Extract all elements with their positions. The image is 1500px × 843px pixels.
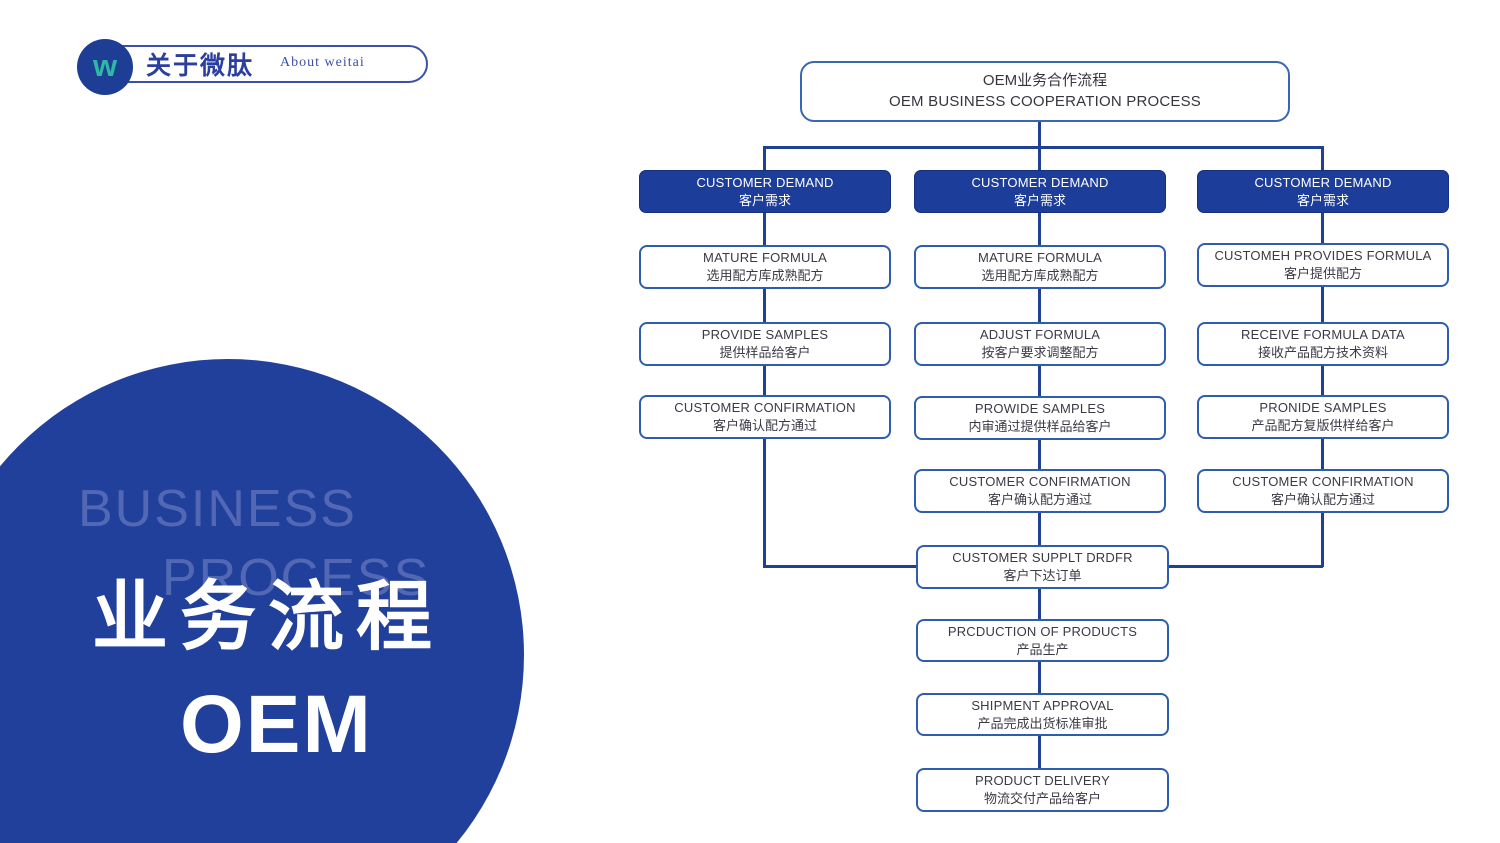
step-label-cn: 客户确认配方通过	[712, 418, 817, 433]
flow-step-box: SHIPMENT APPROVAL 产品完成出货标准审批	[916, 693, 1169, 736]
step-label-cn: 客户提供配方	[1283, 266, 1362, 281]
flow-step-box: MATURE FORMULA 选用配方库成熟配方	[914, 245, 1166, 289]
step-label-en: CUSTOMER DEMAND	[696, 174, 834, 190]
connector-line	[1321, 212, 1324, 245]
connector-line	[1321, 512, 1324, 567]
hero-watermark-line2: PROCESS	[162, 549, 431, 607]
step-label-en: MATURE FORMULA	[703, 250, 827, 266]
flow-step-box: ADJUST FORMULA 按客户要求调整配方	[914, 322, 1166, 366]
connector-line	[1038, 512, 1041, 545]
flow-step-box: CUSTOMER SUPPLT DRDFR 客户下达订单	[916, 545, 1169, 589]
step-label-en: CUSTOMER CONFIRMATION	[949, 474, 1131, 490]
flow-step-box: PRCDUCTION OF PRODUCTS 产品生产	[916, 619, 1169, 662]
step-label-en: PRONIDE SAMPLES	[1259, 400, 1387, 416]
step-label-cn: 产品配方复版供样给客户	[1251, 418, 1395, 433]
flow-step-box: CUSTOMER CONFIRMATION 客户确认配方通过	[1197, 469, 1449, 513]
step-label-en: CUSTOMER SUPPLT DRDFR	[952, 550, 1133, 566]
flow-step-box: PRONIDE SAMPLES 产品配方复版供样给客户	[1197, 395, 1449, 439]
connector-line	[763, 146, 1324, 149]
flow-title-box: OEM业务合作流程 OEM BUSINESS COOPERATION PROCE…	[800, 61, 1290, 122]
step-label-en: PRCDUCTION OF PRODUCTS	[947, 623, 1138, 639]
connector-line	[1321, 364, 1324, 395]
logo-mark: w	[77, 39, 133, 95]
step-label-cn: 提供样品给客户	[719, 345, 811, 360]
flow-step-box: CUSTOMER CONFIRMATION 客户确认配方通过	[914, 469, 1166, 513]
connector-line	[763, 146, 766, 170]
flow-step-box: RECEIVE FORMULA DATA 接收产品配方技术资料	[1197, 322, 1449, 366]
connector-line	[1321, 438, 1324, 469]
logo-title-en: About weitai	[280, 55, 365, 70]
step-label-cn: 客户下达订单	[1003, 568, 1082, 583]
hero-title-oem: OEM	[180, 679, 373, 770]
logo-title-cn: 关于微肽	[146, 52, 255, 80]
connector-line	[1038, 212, 1041, 245]
flow-title-cn: OEM业务合作流程	[982, 72, 1108, 90]
connector-line	[1321, 146, 1324, 170]
step-label-en: PROVIDE SAMPLES	[701, 327, 829, 343]
flow-step-box: MATURE FORMULA 选用配方库成熟配方	[639, 245, 891, 289]
flow-header-box-col2: CUSTOMER DEMAND 客户需求	[914, 170, 1166, 213]
flow-step-box: PROVIDE SAMPLES 提供样品给客户	[639, 322, 891, 366]
step-label-cn: 物流交付产品给客户	[983, 791, 1101, 806]
connector-line	[1038, 735, 1041, 768]
flow-header-box-col1: CUSTOMER DEMAND 客户需求	[639, 170, 891, 213]
connector-line	[1038, 438, 1041, 469]
step-label-en: PRODUCT DELIVERY	[975, 773, 1110, 789]
connector-line	[1038, 288, 1041, 322]
logo-w-icon: w	[92, 47, 118, 83]
connector-line	[763, 288, 766, 322]
step-label-cn: 产品生产	[1016, 641, 1069, 657]
connector-line	[1169, 565, 1323, 568]
flow-step-box: PRODUCT DELIVERY 物流交付产品给客户	[916, 768, 1169, 812]
step-label-en: CUSTOMER CONFIRMATION	[1232, 474, 1414, 490]
step-label-cn: 客户需求	[738, 192, 791, 208]
step-label-en: CUSTOMER CONFIRMATION	[674, 400, 856, 416]
hero-title-cn: 业务流程	[92, 575, 444, 660]
flow-step-box: CUSTOMER CONFIRMATION 客户确认配方通过	[639, 395, 891, 439]
step-label-en: RECEIVE FORMULA DATA	[1241, 327, 1405, 343]
connector-line	[763, 438, 766, 567]
step-label-cn: 产品完成出货标准审批	[977, 715, 1108, 731]
step-label-en: ADJUST FORMULA	[979, 327, 1101, 343]
step-label-cn: 客户需求	[1296, 192, 1349, 208]
flow-title-en: OEM BUSINESS COOPERATION PROCESS	[888, 92, 1201, 110]
hero-watermark-line1: BUSINESS	[78, 480, 357, 538]
connector-line	[763, 365, 766, 395]
connector-line	[1038, 120, 1041, 170]
connector-line	[1038, 661, 1041, 693]
step-label-cn: 选用配方库成熟配方	[981, 268, 1099, 283]
step-label-cn: 选用配方库成熟配方	[706, 268, 824, 283]
step-label-cn: 客户确认配方通过	[1270, 492, 1375, 507]
step-label-en: CUSTOMER DEMAND	[1254, 174, 1392, 190]
logo-pill	[100, 45, 428, 83]
step-label-cn: 客户确认配方通过	[987, 492, 1092, 507]
step-label-cn: 接收产品配方技术资料	[1257, 345, 1388, 360]
connector-line	[1038, 365, 1041, 396]
connector-line	[1038, 588, 1041, 619]
step-label-cn: 客户需求	[1013, 192, 1066, 208]
step-label-en: SHIPMENT APPROVAL	[971, 697, 1114, 713]
step-label-en: PROWIDE SAMPLES	[974, 401, 1106, 417]
flow-step-box: CUSTOMEH PROVIDES FORMULA 客户提供配方	[1197, 243, 1449, 287]
step-label-en: CUSTOMER DEMAND	[971, 174, 1109, 190]
step-label-en: CUSTOMEH PROVIDES FORMULA	[1214, 248, 1432, 264]
connector-line	[1321, 286, 1324, 322]
step-label-cn: 按客户要求调整配方	[981, 345, 1099, 360]
step-label-cn: 内审通过提供样品给客户	[968, 419, 1112, 434]
flow-step-box: PROWIDE SAMPLES 内审通过提供样品给客户	[914, 396, 1166, 440]
step-label-en: MATURE FORMULA	[978, 250, 1102, 266]
connector-line	[763, 212, 766, 245]
connector-line	[763, 565, 916, 568]
flow-header-box-col3: CUSTOMER DEMAND 客户需求	[1197, 170, 1449, 213]
